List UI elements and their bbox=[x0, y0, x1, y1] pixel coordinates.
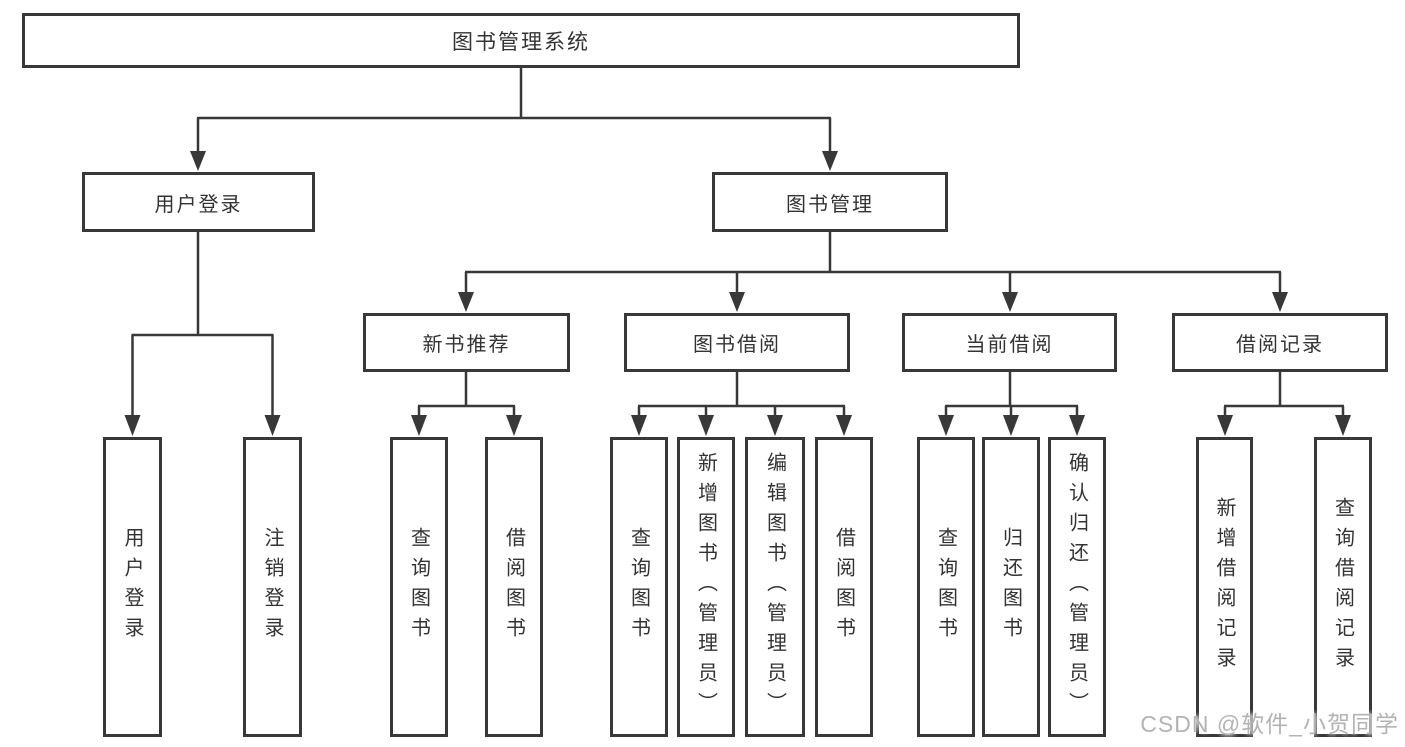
leaf-add-borrow-record: 新增借阅记录 bbox=[1196, 437, 1253, 737]
leaf-edit-book-admin-label: 编辑图书（管理员） bbox=[763, 452, 786, 722]
arrowhead bbox=[698, 415, 714, 436]
leaf-query-books-borrowing-label: 查询图书 bbox=[627, 527, 650, 647]
arrowhead bbox=[836, 415, 852, 436]
leaf-borrow-books-label: 借阅图书 bbox=[832, 527, 855, 647]
leaf-return-books: 归还图书 bbox=[982, 437, 1040, 737]
leaf-query-borrow-record-label: 查询借阅记录 bbox=[1331, 497, 1354, 677]
node-book-management-label: 图书管理 bbox=[786, 193, 874, 216]
node-root-label: 图书管理系统 bbox=[452, 30, 590, 54]
leaf-add-book-admin-label: 新增图书（管理员） bbox=[694, 452, 717, 722]
leaf-logout-label: 注销登录 bbox=[261, 527, 283, 647]
leaf-logout: 注销登录 bbox=[243, 437, 302, 737]
arrowhead bbox=[767, 415, 783, 436]
node-borrowing-records: 借阅记录 bbox=[1172, 313, 1388, 372]
leaf-borrow-books: 借阅图书 bbox=[815, 437, 873, 737]
leaf-user-login-label: 用户登录 bbox=[121, 527, 143, 647]
leaf-query-books-current-label: 查询图书 bbox=[934, 527, 957, 647]
arrowhead bbox=[729, 292, 745, 312]
node-user-login-label: 用户登录 bbox=[154, 193, 243, 216]
node-user-login: 用户登录 bbox=[82, 172, 315, 232]
leaf-user-login: 用户登录 bbox=[103, 437, 162, 737]
arrowhead bbox=[411, 415, 427, 436]
leaf-confirm-return-admin-label: 确认归还（管理员） bbox=[1065, 452, 1088, 722]
leaf-query-books-borrowing: 查询图书 bbox=[610, 437, 668, 737]
node-current-borrowing: 当前借阅 bbox=[902, 313, 1117, 372]
node-current-borrowing-label: 当前借阅 bbox=[965, 334, 1054, 356]
arrowhead bbox=[458, 292, 474, 312]
arrowheads bbox=[124, 151, 1351, 436]
leaf-confirm-return-admin: 确认归还（管理员） bbox=[1048, 437, 1106, 737]
arrowhead bbox=[506, 415, 522, 436]
leaf-query-books-recommend-label: 查询图书 bbox=[407, 527, 430, 647]
leaf-edit-book-admin: 编辑图书（管理员） bbox=[745, 437, 805, 737]
node-book-borrowing: 图书借阅 bbox=[624, 313, 850, 372]
node-book-borrowing-label: 图书借阅 bbox=[693, 334, 781, 356]
arrowhead bbox=[822, 151, 838, 171]
arrowhead bbox=[1002, 292, 1018, 312]
leaf-query-books-recommend: 查询图书 bbox=[390, 437, 448, 737]
arrowhead bbox=[124, 415, 141, 436]
node-new-book-recommend: 新书推荐 bbox=[363, 313, 570, 372]
arrowhead bbox=[1069, 415, 1085, 436]
leaf-query-books-current: 查询图书 bbox=[917, 437, 975, 737]
node-borrowing-records-label: 借阅记录 bbox=[1236, 334, 1324, 356]
leaf-borrow-books-recommend: 借阅图书 bbox=[485, 437, 543, 737]
node-book-management: 图书管理 bbox=[712, 172, 948, 232]
leaf-borrow-books-recommend-label: 借阅图书 bbox=[502, 527, 525, 647]
node-new-book-recommend-label: 新书推荐 bbox=[422, 334, 511, 356]
leaf-add-borrow-record-label: 新增借阅记录 bbox=[1213, 497, 1235, 677]
arrowhead bbox=[1272, 292, 1288, 312]
node-root: 图书管理系统 bbox=[22, 13, 1020, 68]
arrowhead bbox=[1335, 415, 1351, 436]
leaf-return-books-label: 归还图书 bbox=[999, 527, 1022, 647]
leaf-query-borrow-record: 查询借阅记录 bbox=[1314, 437, 1372, 737]
arrowhead bbox=[1003, 415, 1019, 436]
arrowhead bbox=[190, 151, 206, 171]
arrowhead bbox=[938, 415, 954, 436]
arrowhead bbox=[264, 415, 281, 436]
leaf-add-book-admin: 新增图书（管理员） bbox=[677, 437, 735, 737]
arrowhead bbox=[1217, 415, 1233, 436]
arrowhead bbox=[631, 415, 647, 436]
watermark: CSDN @软件_小贺同学 bbox=[1140, 711, 1399, 737]
connector-path bbox=[131, 68, 1345, 416]
